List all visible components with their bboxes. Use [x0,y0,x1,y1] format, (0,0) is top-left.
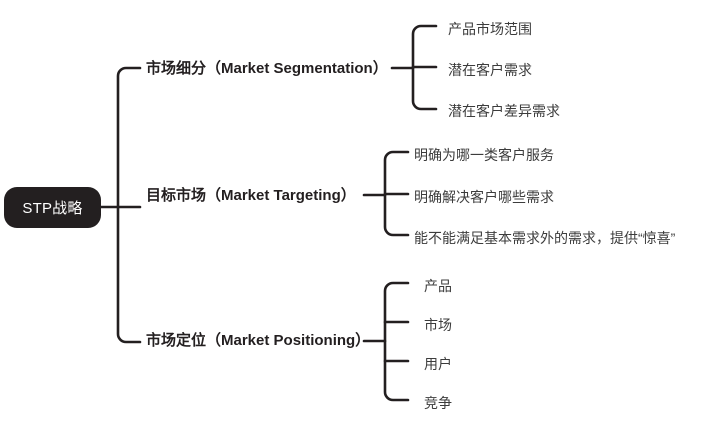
branch-label-market-targeting[interactable]: 目标市场（Market Targeting） [146,187,356,204]
leaf-item[interactable]: 产品市场范围 [448,21,532,37]
root-node[interactable]: STP战略 [4,187,101,228]
leaf-item[interactable]: 市场 [424,317,452,333]
leaf-item[interactable]: 明确为哪一类客户服务 [414,147,554,163]
branch-label-market-segmentation[interactable]: 市场细分（Market Segmentation） [146,60,388,77]
leaf-item[interactable]: 潜在客户差异需求 [448,103,560,119]
brace-3 [383,281,410,402]
leaf-item[interactable]: 竞争 [424,395,452,411]
leaf-item[interactable]: 潜在客户需求 [448,62,532,78]
leaf-item[interactable]: 产品 [424,278,452,294]
leaf-item[interactable]: 能不能满足基本需求外的需求，提供“惊喜” [414,230,676,246]
branch-label-market-positioning[interactable]: 市场定位（Market Positioning） [146,332,371,349]
leaf-item[interactable]: 明确解决客户哪些需求 [414,189,554,205]
main-trunk [116,66,142,344]
root-node-label: STP战略 [22,200,83,217]
leaf-item[interactable]: 用户 [424,356,452,372]
